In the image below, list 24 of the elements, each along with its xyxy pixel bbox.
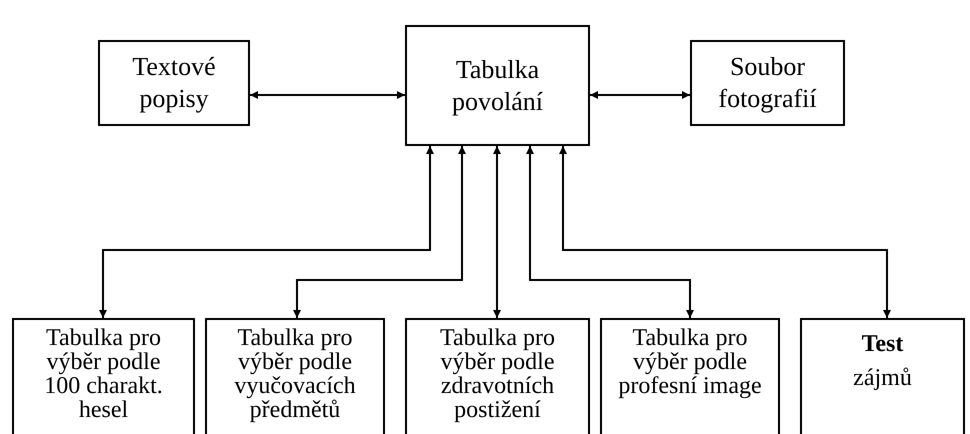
arrow	[526, 146, 694, 318]
box-text: Textové popisy	[131, 51, 217, 115]
box-text: Tabulka pro výběr podle profesní image	[617, 326, 763, 398]
box-text: Tabulka pro výběr podle vyučovacích předmětů	[233, 326, 357, 422]
arrow	[293, 146, 466, 318]
box-text: zájmů	[853, 366, 912, 390]
process-box	[205, 318, 385, 434]
process-box	[600, 318, 780, 434]
process-box	[12, 318, 195, 434]
box-text: Tabulka pro výběr podle zdravotních postižení	[439, 326, 556, 422]
process-box	[98, 40, 250, 126]
process-box	[405, 25, 590, 146]
box-heading: Test	[862, 332, 904, 356]
box-text: Soubor fotografií	[717, 51, 818, 115]
arrow	[250, 91, 405, 99]
arrow	[559, 146, 891, 318]
process-box	[800, 318, 965, 434]
process-box	[405, 318, 590, 434]
arrow	[590, 91, 690, 99]
process-box	[690, 40, 845, 126]
arrow	[493, 146, 501, 318]
box-text: Tabulka povolání	[451, 54, 544, 118]
arrow	[99, 146, 434, 318]
box-text: Tabulka pro výběr podle 100 charakt. hesel	[43, 326, 164, 422]
